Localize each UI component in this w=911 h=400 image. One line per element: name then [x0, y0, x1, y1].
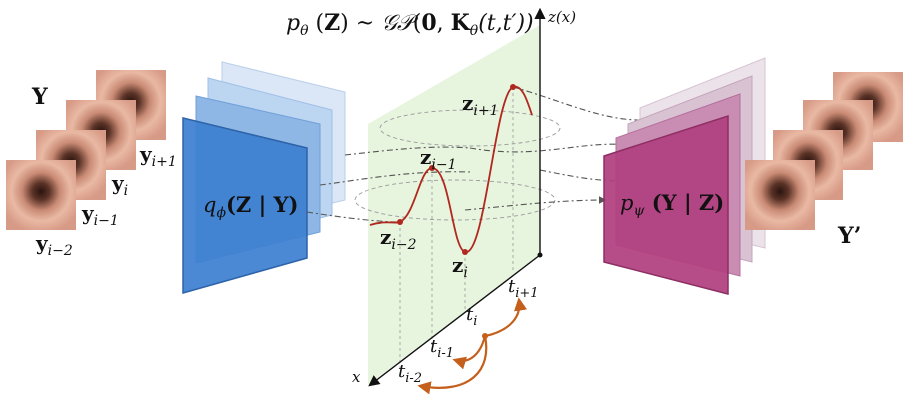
time-label-i+1: ti+1: [508, 276, 539, 301]
latent-label-i-1: zi−1: [420, 145, 456, 173]
input-set-label: Y: [31, 84, 48, 110]
kernel-arrows: [417, 297, 528, 395]
latent-label-i-2: zi−2: [380, 225, 417, 253]
time-label-i-2: ti-2: [398, 361, 422, 386]
latent-label-i: zi: [452, 253, 468, 281]
input-label-i-2: yi−2: [35, 231, 73, 259]
input-label-i: yi: [111, 171, 128, 199]
encoder-stack: [182, 61, 346, 294]
output-frame-4: [745, 160, 815, 230]
decoder-label: pψ (Y | Z): [620, 190, 724, 219]
encoder-label: qϕ(Z | Y): [203, 192, 298, 221]
x-axis: [368, 254, 541, 387]
diagram-title: pθ (Z) ~ 𝒢𝒫(0, Kθ(t,t′)): [286, 10, 534, 39]
time-guides: [399, 87, 514, 368]
gp-ellipses: [354, 109, 561, 221]
input-label-i+1: yi+1: [139, 142, 177, 170]
time-label-i: ti: [466, 304, 477, 329]
latent-point-i-2: [397, 219, 403, 225]
x-axis-label: x: [352, 368, 361, 386]
z-axis-label: z(x): [547, 8, 576, 26]
latent-point-i-1: [429, 165, 435, 171]
output-set-label: Y’: [837, 223, 861, 249]
time-label-i-1: ti-1: [430, 336, 454, 361]
decoder-panel: [603, 114, 729, 295]
input-frame-i-2: [6, 160, 76, 230]
decoder-stack: [603, 57, 766, 295]
latent-label-i+1: zi+1: [462, 91, 498, 119]
input-frames: [6, 70, 166, 230]
latent-point-i+1: [510, 84, 516, 90]
latent-points: [397, 84, 516, 255]
encoder-panel: [182, 117, 308, 294]
latent-plane: [368, 25, 540, 385]
output-frames: [745, 72, 903, 230]
input-label-i-1: yi−1: [81, 201, 119, 229]
latent-point-i: [462, 249, 468, 255]
